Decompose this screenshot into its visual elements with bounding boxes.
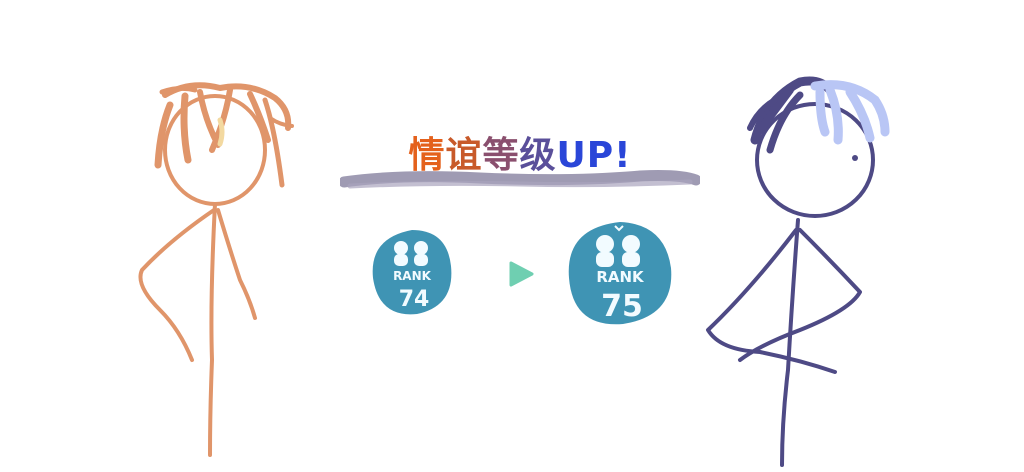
friendship-badge-icon [394, 241, 428, 266]
rank-number-old: 74 [399, 287, 430, 312]
headline-banner: 情谊等级UP! [340, 130, 700, 200]
left-character-body [208, 202, 217, 457]
left-character [138, 82, 294, 457]
right-character-body [780, 218, 800, 467]
brush-stroke [340, 170, 700, 189]
rank-label-old: RANK [393, 269, 432, 283]
headline-char-1: 情 [408, 135, 446, 176]
left-character-hair [162, 82, 292, 131]
headline-char-2: 谊 [445, 135, 483, 176]
right-character-hair-light [810, 80, 890, 145]
headline-up: UP [556, 135, 615, 176]
friendship-badge-icon [596, 225, 640, 267]
headline-char-4: 级 [519, 135, 557, 176]
rank-label-new: RANK [596, 268, 645, 286]
right-character-head [755, 102, 875, 218]
headline-exclaim: ! [614, 135, 632, 176]
headline-char-3: 等 [482, 135, 520, 176]
right-character [706, 76, 890, 467]
rank-badge-new: RANK 75 [568, 222, 672, 325]
play-arrow-icon [509, 261, 534, 287]
headline-text: 情谊等级UP! [340, 134, 700, 178]
right-character-eye [852, 155, 858, 161]
rank-badge-old: RANK 74 [372, 230, 452, 315]
rank-number-new: 75 [601, 289, 643, 324]
